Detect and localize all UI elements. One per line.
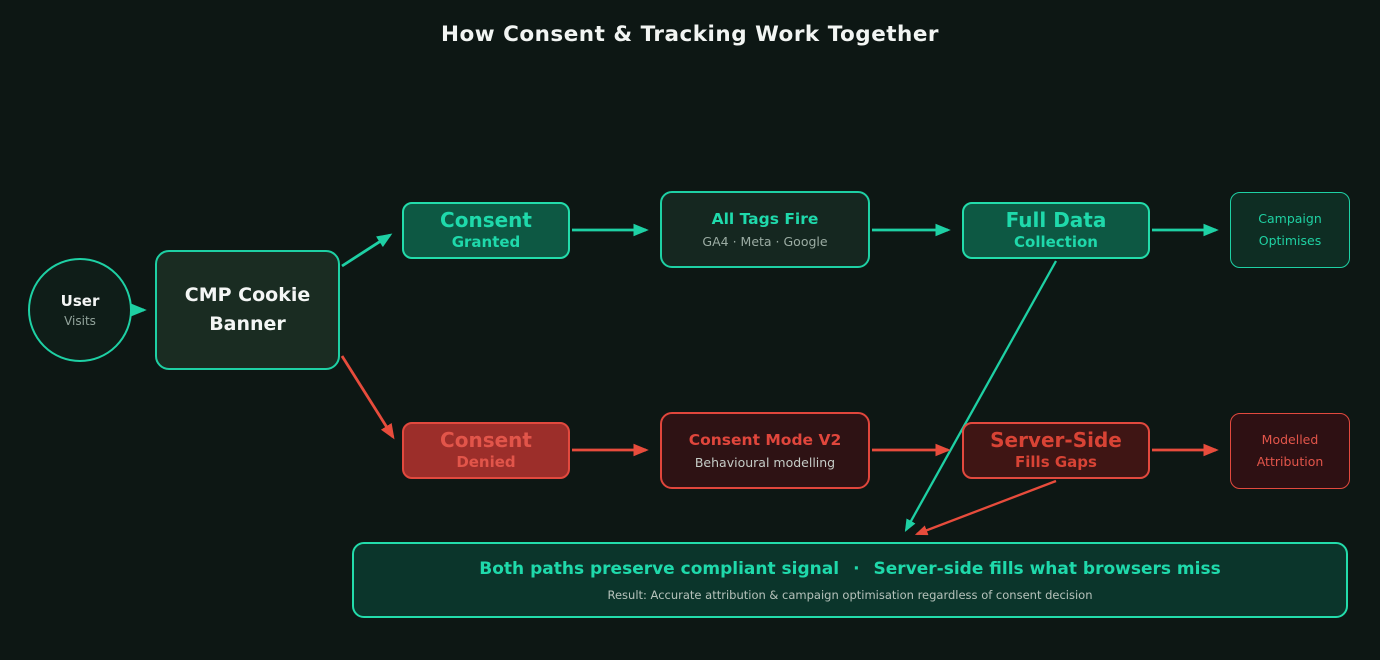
arrow-cmp-to-denied <box>340 355 395 440</box>
user-subtitle: Visits <box>64 314 96 328</box>
summary-subtitle: Result: Accurate attribution & campaign … <box>607 587 1093 602</box>
page-title: How Consent & Tracking Work Together <box>440 22 940 47</box>
summary-node: Both paths preserve compliant signal · Ser… <box>352 542 1348 618</box>
consent-granted-subtitle: Granted <box>451 233 521 251</box>
campaign-optimises-node: Campaign Optimises <box>1230 192 1350 268</box>
server-side-title: Server-Side <box>990 428 1122 452</box>
consent-mode-v2-subtitle: Behavioural modelling <box>694 455 836 470</box>
cmp-title-line1: CMP Cookie <box>184 284 311 306</box>
summary-title: Both paths preserve compliant signal · Ser… <box>479 559 1220 579</box>
summary-title-part2: Server-side fills what browsers miss <box>873 558 1221 579</box>
summary-title-part1: Both paths preserve compliant signal <box>479 558 840 579</box>
cmp-title-line2: Banner <box>209 313 286 335</box>
arrow-fulldata-to-summary <box>904 260 1058 533</box>
consent-granted-node: Consent Granted <box>402 202 570 259</box>
campaign-line2: Optimises <box>1258 233 1322 248</box>
arrow-cmp-to-granted <box>341 233 393 268</box>
summary-title-separator: · <box>853 558 860 579</box>
arrow-serverside-to-summary <box>914 479 1057 536</box>
full-data-collection-node: Full Data Collection <box>962 202 1150 259</box>
consent-mode-v2-title: Consent Mode V2 <box>688 431 842 449</box>
campaign-line1: Campaign <box>1258 211 1322 226</box>
consent-mode-v2-node: Consent Mode V2 Behavioural modelling <box>660 412 870 489</box>
consent-granted-title: Consent <box>440 208 532 232</box>
cmp-cookie-banner-node: CMP Cookie Banner <box>155 250 340 370</box>
server-side-subtitle: Fills Gaps <box>1015 453 1097 471</box>
server-side-node: Server-Side Fills Gaps <box>962 422 1150 479</box>
modelled-attribution-node: Modelled Attribution <box>1230 413 1350 489</box>
user-title: User <box>60 292 100 310</box>
consent-denied-subtitle: Denied <box>456 453 516 471</box>
consent-denied-node: Consent Denied <box>402 422 570 479</box>
consent-denied-title: Consent <box>440 428 532 452</box>
modelled-line2: Attribution <box>1256 454 1324 469</box>
all-tags-fire-title: All Tags Fire <box>711 210 819 228</box>
full-data-subtitle: Collection <box>1014 233 1098 251</box>
all-tags-fire-node: All Tags Fire GA4 · Meta · Google <box>660 191 870 268</box>
full-data-title: Full Data <box>1005 208 1107 232</box>
user-node: User Visits <box>28 258 132 362</box>
modelled-line1: Modelled <box>1261 432 1319 447</box>
all-tags-fire-subtitle: GA4 · Meta · Google <box>702 234 828 249</box>
